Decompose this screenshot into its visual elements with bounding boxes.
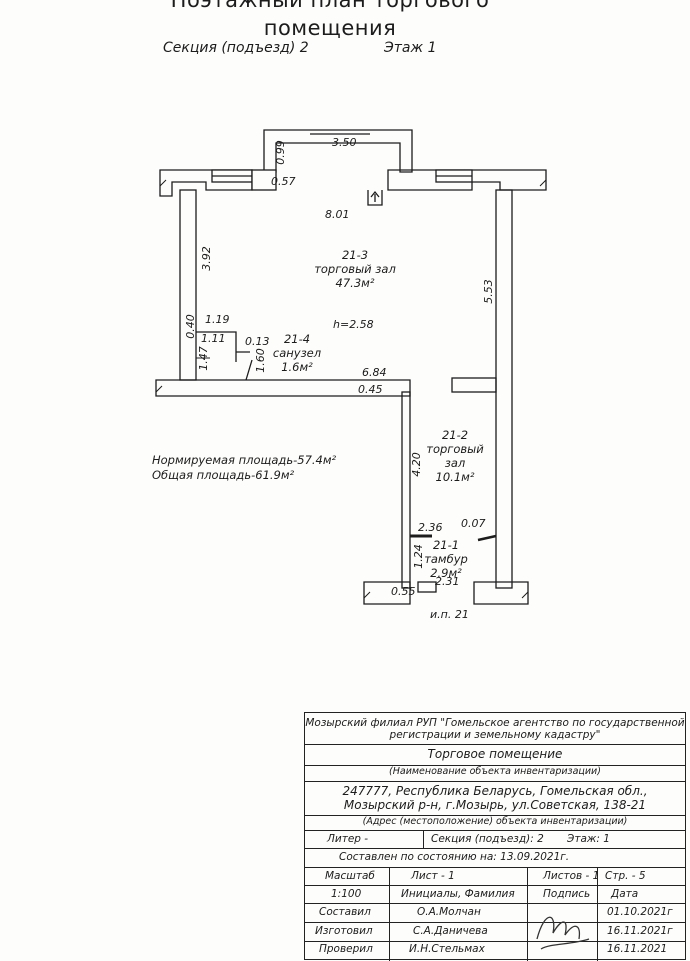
stamp-state-date: Составлен по состоянию на: 13.09.2021г.	[339, 851, 570, 863]
room-21-2-name-1: торговый	[426, 442, 484, 456]
stamp-org-2: регистрации и земельному кадастру"	[389, 729, 601, 741]
room-21-3-area: 47.3м²	[335, 276, 375, 290]
window-top-left	[251, 169, 277, 191]
room-21-2-name-2: зал	[444, 456, 466, 470]
room-21-1-id: 21-1	[432, 538, 460, 552]
entrance-label: и.п. 21	[430, 608, 469, 621]
floor-plan-drawing	[155, 129, 547, 605]
stamp-liter: Литер -	[327, 833, 369, 845]
stamp-date-3: 16.11.2021	[607, 943, 668, 955]
stamp-sheets: Листов - 1	[543, 870, 600, 882]
room-21-2-label: 21-2 торговый зал 10.1м²	[420, 428, 490, 484]
stamp-name-1: О.А.Молчан	[417, 906, 481, 918]
stamp-sign-header: Подпись	[543, 888, 591, 900]
room-21-2-area: 10.1м²	[435, 470, 475, 484]
stamp-name-3: И.Н.Стельмах	[409, 943, 485, 955]
signature-scribble	[536, 916, 590, 950]
room-21-3-label: 21-3 торговый зал 47.3м²	[300, 248, 410, 290]
stamp-object: Торговое помещение	[427, 747, 563, 761]
stamp-scale: 1:100	[331, 888, 362, 900]
room-21-4-label: 21-4 санузел 1.6м²	[262, 332, 332, 374]
dim-0-99: 0.99	[273, 140, 287, 165]
stamp-address-caption: (Адрес (местоположение) объекта инвентар…	[362, 816, 628, 827]
room-21-4-id: 21-4	[283, 332, 311, 346]
dim-3-50: 3.50	[332, 136, 357, 149]
plan-title-line2: помещения	[263, 16, 397, 40]
total-area: Общая площадь-61.9м²	[152, 468, 295, 482]
dim-2-36: 2.36	[418, 521, 443, 534]
dim-0-07: 0.07	[461, 517, 486, 530]
dim-5-53: 5.53	[481, 279, 495, 304]
stamp-object-caption: (Наименование объекта инвентаризации)	[389, 766, 601, 777]
dim-0-13: 0.13	[245, 335, 270, 348]
stamp-address-2: Мозырский р-н, г.Мозырь, ул.Советская, 1…	[343, 798, 647, 812]
stamp-date-2: 16.11.2021г	[607, 925, 673, 937]
stamp-address-1: 247777, Республика Беларусь, Гомельская …	[342, 784, 648, 798]
dim-0-55: 0.55	[391, 585, 416, 598]
dim-8-01: 8.01	[325, 208, 350, 221]
dim-1-19: 1.19	[205, 313, 230, 326]
floor-label: Этаж 1	[384, 40, 437, 56]
stamp-section: Секция (подъезд): 2	[431, 833, 544, 845]
room-21-4-area: 1.6м²	[281, 360, 313, 374]
room-21-1-area: 2.9м²	[430, 566, 462, 580]
room-21-3-id: 21-3	[341, 248, 369, 262]
normed-area: Нормируемая площадь-57.4м²	[152, 453, 337, 467]
stamp-sheet: Лист - 1	[411, 870, 455, 882]
room-21-4-name: санузел	[272, 346, 322, 360]
outer-wall-right	[495, 189, 513, 589]
dim-0-45: 0.45	[358, 383, 383, 396]
stamp-role-1: Составил	[319, 906, 371, 918]
dim-1-47: 1.47	[196, 346, 210, 371]
dim-3-92: 3.92	[199, 246, 213, 271]
dim-0-40: 0.40	[183, 314, 197, 339]
title-block: Мозырский филиал РУП "Гомельское агентст…	[304, 712, 686, 961]
plan-title-line1: Поэтажный план торгового	[170, 0, 490, 12]
dim-2-31: 2.31	[435, 575, 460, 588]
bathroom-partition	[196, 331, 250, 362]
stamp-page: Стр. - 5	[605, 870, 646, 882]
outer-wall-left	[179, 189, 197, 381]
dim-6-84: 6.84	[362, 366, 387, 379]
stamp-role-2: Изготовил	[315, 925, 373, 937]
outer-wall-bottom	[363, 581, 411, 605]
stamp-scale-label: Масштаб	[325, 870, 375, 882]
stamp-date-1: 01.10.2021г	[607, 906, 673, 918]
dim-0-57: 0.57	[271, 175, 296, 188]
stamp-floor: Этаж: 1	[567, 833, 610, 845]
stamp-names-header: Инициалы, Фамилия	[401, 888, 515, 900]
room-21-2-id: 21-2	[441, 428, 469, 442]
section-label: Секция (подъезд) 2	[163, 40, 309, 56]
stamp-role-3: Проверил	[319, 943, 373, 955]
stamp-name-2: С.А.Даничева	[413, 925, 488, 937]
stamp-date-header: Дата	[611, 888, 639, 900]
room-21-1-name: тамбур	[424, 552, 468, 566]
room-21-1-label: 21-1 тамбур 2.9м²	[418, 538, 474, 580]
entry-arrow	[367, 190, 383, 206]
ceiling-height: h=2.58	[333, 318, 374, 331]
stamp-org-1: Мозырский филиал РУП "Гомельское агентст…	[305, 717, 685, 729]
room-21-3-name: торговый зал	[314, 262, 396, 276]
dim-1-11: 1.11	[201, 332, 226, 345]
